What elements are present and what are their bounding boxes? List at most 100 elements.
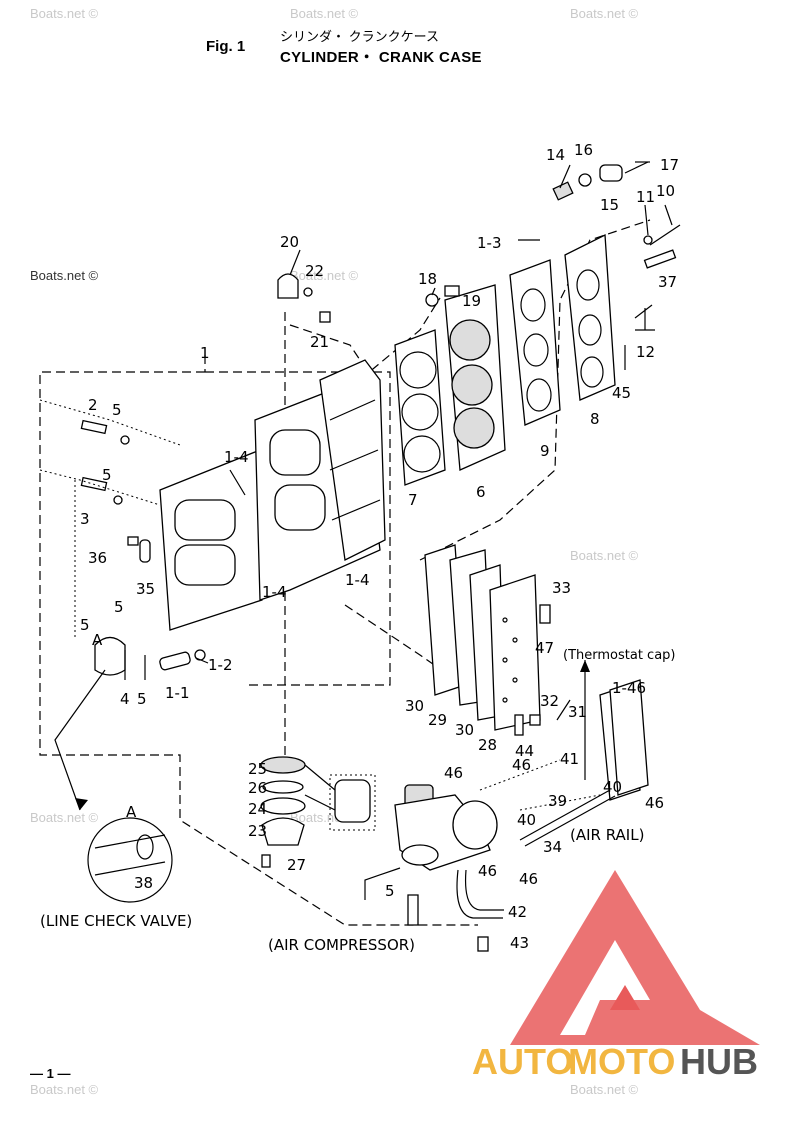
part-label: 25: [248, 760, 267, 778]
part-label: 5: [102, 466, 112, 484]
assembly-boundary: [205, 371, 391, 686]
logo-text-moto: MOTO: [568, 1041, 675, 1082]
small-parts-left: [80, 419, 206, 680]
part-label: A: [92, 631, 103, 649]
part-label: 43: [510, 934, 529, 952]
part-label: 5: [137, 690, 147, 708]
part-label: 30: [455, 721, 474, 739]
part-label: 20: [280, 233, 299, 251]
exhaust-cover: [424, 544, 541, 731]
part-label: 45: [612, 384, 631, 402]
part-label: 1-4: [224, 448, 249, 466]
part-label: 9: [540, 442, 550, 460]
part-label: 1-4: [262, 583, 287, 601]
bolt-21: [319, 311, 331, 323]
part-label: 33: [552, 579, 571, 597]
part-label: 1: [200, 344, 210, 362]
part-label: 28: [478, 736, 497, 754]
part-label: 47: [535, 639, 554, 657]
page-number: — 1 —: [30, 1066, 71, 1081]
part-label: 46: [645, 794, 664, 812]
part-label: 2: [88, 396, 98, 414]
washer-18: [425, 293, 439, 307]
part-label: 26: [248, 779, 267, 797]
part-label: 46: [478, 862, 497, 880]
part-label: 42: [508, 903, 527, 921]
part-label: 1-2: [208, 656, 233, 674]
washer-22: [303, 287, 313, 297]
part-label: 24: [248, 800, 267, 818]
part-label: 4: [120, 690, 130, 708]
watermark: Boats.net ©: [30, 810, 99, 825]
part-label: 5: [385, 882, 395, 900]
part-label: 1-46: [612, 679, 646, 697]
automotohub-logo: AUTO MOTO HUB: [472, 870, 760, 1082]
air-rail-caption: (AIR RAIL): [570, 826, 644, 844]
title-japanese: シリンダ・ クランクケース: [280, 29, 439, 44]
part-label: 41: [560, 750, 579, 768]
part-label: 3: [80, 510, 90, 528]
air-rail: [519, 660, 649, 847]
part-label: 1-3: [477, 234, 502, 252]
part-label: 18: [418, 270, 437, 288]
bracket-20: [277, 273, 299, 299]
bolts: [624, 224, 681, 370]
logo-text-auto: AUTO: [472, 1041, 573, 1082]
bolt-33: [539, 604, 551, 624]
part-label: 29: [428, 711, 447, 729]
part-label: 12: [636, 343, 655, 361]
line-check-valve-caption: (LINE CHECK VALVE): [40, 912, 192, 930]
watermark: Boats.net ©: [570, 548, 639, 563]
part-label: 8: [590, 410, 600, 428]
gasket-7: [394, 329, 446, 486]
part-label: 37: [658, 273, 677, 291]
title-english: CYLINDER・ CRANK CASE: [280, 49, 482, 66]
watermark: Boats.net ©: [570, 1082, 639, 1097]
part-label: 27: [287, 856, 306, 874]
watermark: Boats.net ©: [290, 268, 359, 283]
leader-lines: [195, 161, 673, 721]
figure-number: Fig. 1: [206, 38, 246, 55]
part-label: 11: [636, 188, 655, 206]
part-label: 46: [519, 870, 538, 888]
part-label: 22: [305, 262, 324, 280]
part-label: 32: [540, 692, 559, 710]
cylinder-head-6: [444, 284, 506, 471]
part-label: 44: [515, 742, 534, 760]
part-label: 19: [462, 292, 481, 310]
part-label: 40: [517, 811, 536, 829]
part-label: 35: [136, 580, 155, 598]
part-label: 21: [310, 333, 329, 351]
part-label: 34: [543, 838, 562, 856]
head-cover-8: [564, 233, 616, 401]
part-label: 5: [80, 616, 90, 634]
part-label: 1-1: [165, 684, 190, 702]
thermostat-cap-caption: (Thermostat cap): [563, 648, 676, 663]
watermark: Boats.net ©: [570, 6, 639, 21]
part-label: 16: [574, 141, 593, 159]
part-label: 36: [88, 549, 107, 567]
part-label: 7: [408, 491, 418, 509]
watermark: Boats.net ©: [30, 6, 99, 21]
air-compressor-caption: (AIR COMPRESSOR): [268, 936, 415, 954]
logo-text-hub: HUB: [680, 1041, 758, 1082]
part-label: 14: [546, 146, 565, 164]
air-compressor: [394, 784, 504, 952]
thermostat-parts: [552, 161, 649, 201]
part-label: 17: [660, 156, 679, 174]
part-label: 39: [548, 792, 567, 810]
part-label: 5: [114, 598, 124, 616]
bolt-32: [529, 714, 541, 726]
part-label: 10: [656, 182, 675, 200]
pin-44: [514, 714, 524, 736]
part-label: 15: [600, 196, 619, 214]
part-label: 6: [476, 483, 486, 501]
bolt-19: [444, 285, 460, 297]
part-label: 30: [405, 697, 424, 715]
part-label: 1-4: [345, 571, 370, 589]
crankcase-part: [159, 359, 386, 631]
part-label: A: [126, 803, 137, 821]
part-label: 40: [603, 778, 622, 796]
watermark: Boats.net ©: [290, 6, 359, 21]
